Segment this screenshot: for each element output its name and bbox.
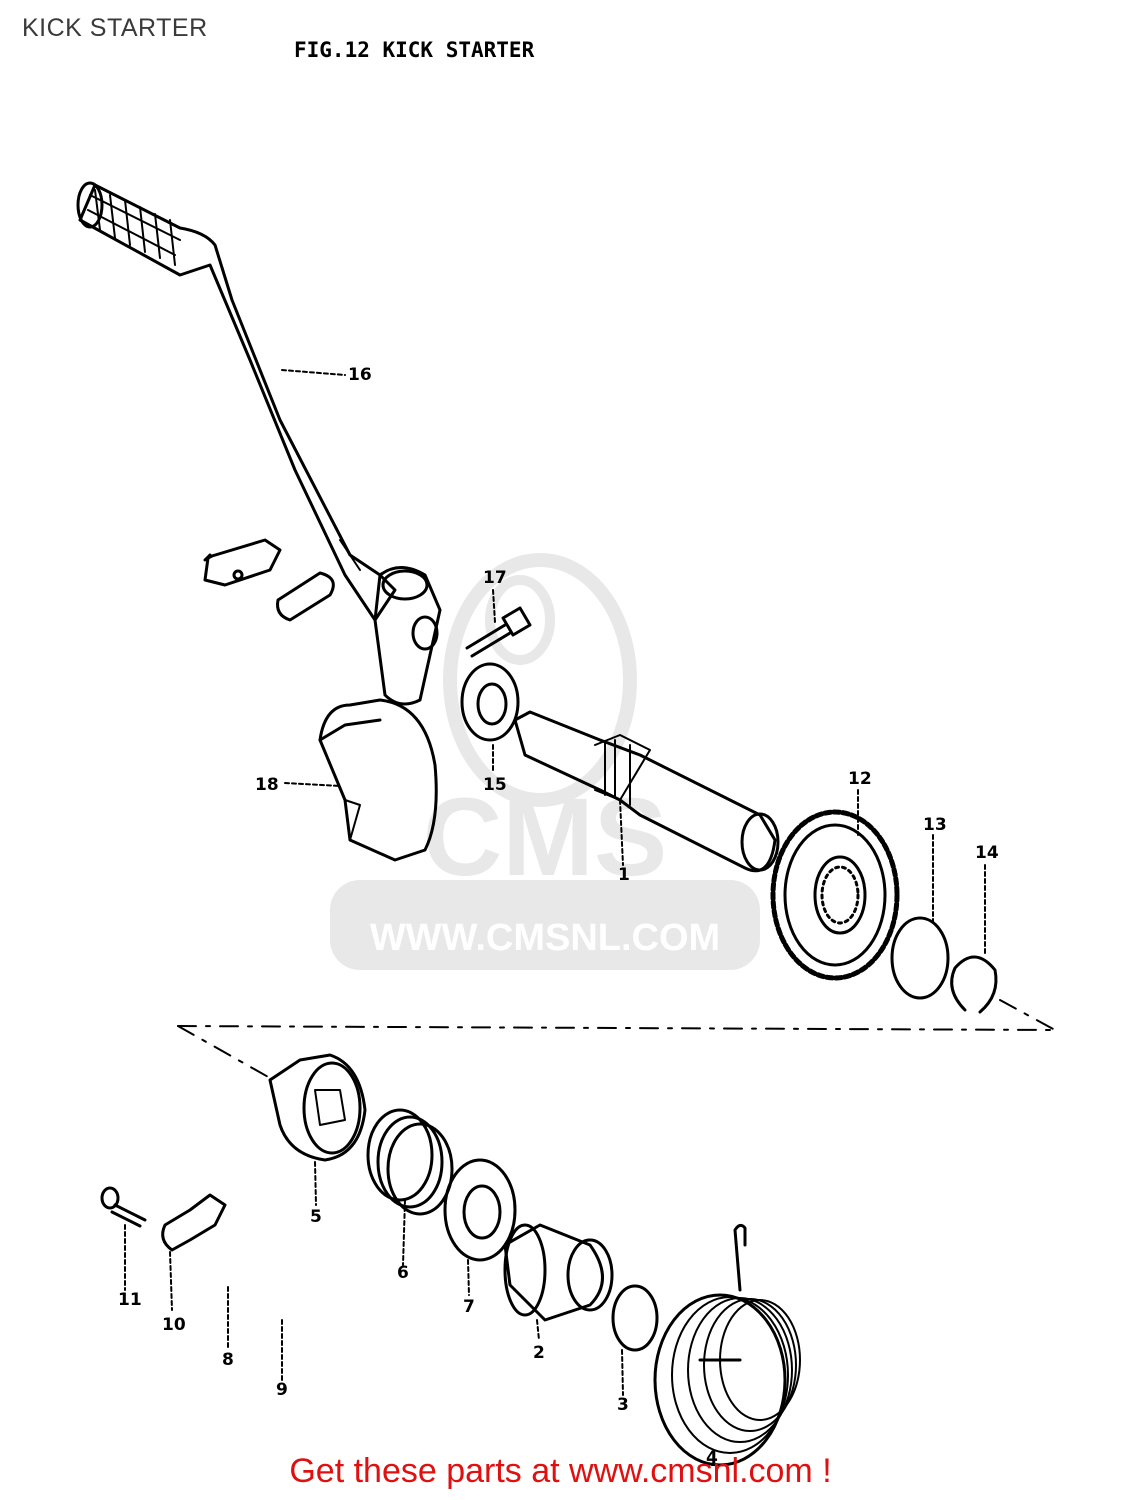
cover-part-18 [318,698,438,862]
pawl-part-9 [276,571,335,622]
callout-12: 12 [848,769,872,789]
callout-labels: 16 17 15 18 1 12 13 14 5 6 7 2 3 4 11 10… [118,365,999,1468]
oil-seal-part-15 [460,662,520,742]
spring-part-6 [366,1108,454,1216]
callout-6: 6 [397,1263,409,1283]
circlip-part-3 [611,1284,659,1352]
watermark-url: WWW.CMSNL.COM [370,917,720,959]
plate-part-10 [161,1193,227,1252]
callout-5: 5 [310,1207,322,1227]
callout-18: 18 [255,775,279,795]
washer-part-13 [890,916,950,1000]
callout-9: 9 [276,1380,288,1400]
page-header: KICK STARTER [22,14,208,42]
callout-16: 16 [348,365,372,385]
circlip-part-14 [950,955,998,1014]
leader-lines [124,369,986,1466]
callout-8: 8 [222,1350,234,1370]
callout-11: 11 [118,1290,142,1310]
return-spring-part-4 [653,1223,801,1467]
guide-plate-part-8 [203,538,282,587]
callout-17: 17 [483,568,507,588]
callout-13: 13 [923,815,947,835]
callout-14: 14 [975,843,999,863]
callout-15: 15 [483,775,507,795]
shaft-axis-line [177,999,1056,1079]
washer-part-7 [443,1158,517,1262]
watermark-brand: CMS [423,776,667,899]
kick-lever-part-16 [76,181,442,706]
callout-2: 2 [533,1343,545,1363]
spring-guide-part-2 [503,1223,614,1322]
callout-4: 4 [706,1448,718,1468]
callout-7: 7 [463,1297,475,1317]
bolt-part-17 [465,606,532,658]
callout-10: 10 [162,1315,186,1335]
callout-3: 3 [617,1395,629,1415]
cmsnl-watermark: CMS WWW.CMSNL.COM [330,553,760,970]
buy-parts-link[interactable]: Get these parts at www.cmsnl.com ! [289,1452,832,1490]
kick-gear-part-12 [770,809,900,981]
screw-part-11 [100,1186,147,1228]
ratchet-part-5 [268,1053,367,1162]
kick-shaft-part-1 [513,710,780,873]
callout-1: 1 [618,865,630,885]
figure-title: FIG.12 KICK STARTER [294,38,535,62]
